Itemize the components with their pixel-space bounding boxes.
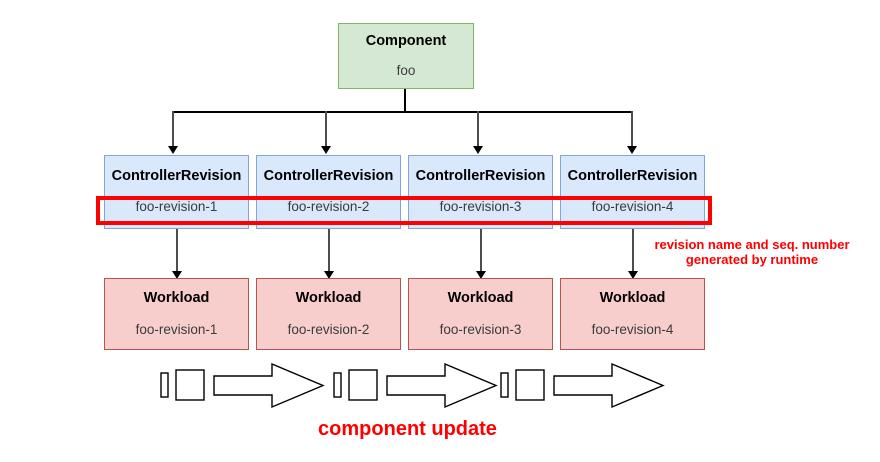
edge-drop-revision-2 xyxy=(325,111,327,148)
component-update-caption: component update xyxy=(318,418,497,440)
runtime-generation-annotation-line1: revision name and seq. number xyxy=(654,237,850,252)
edge-component-stem xyxy=(404,89,406,112)
node-controllerrevision-2[interactable]: ControllerRevision foo-revision-2 xyxy=(256,155,401,229)
edge-revision-1-to-workload-1 xyxy=(176,229,178,273)
node-workload-4-subtitle: foo-revision-4 xyxy=(591,321,674,337)
arrowhead-revision-3 xyxy=(473,146,483,154)
arrowhead-workload-3 xyxy=(476,271,486,279)
update-step-arrow-3 xyxy=(500,363,665,409)
node-controllerrevision-2-subtitle: foo-revision-2 xyxy=(287,199,370,215)
node-component-subtitle: foo xyxy=(396,62,416,78)
edge-revision-3-to-workload-3 xyxy=(480,229,482,273)
node-workload-3-title: Workload xyxy=(447,289,514,306)
edge-drop-revision-4 xyxy=(631,111,633,148)
edge-revision-4-to-workload-4 xyxy=(632,229,634,273)
node-workload-1-subtitle: foo-revision-1 xyxy=(135,321,218,337)
arrowhead-revision-1 xyxy=(168,146,178,154)
node-controllerrevision-3-title: ControllerRevision xyxy=(415,168,546,185)
edge-horizontal-bus xyxy=(172,111,633,113)
node-workload-4[interactable]: Workload foo-revision-4 xyxy=(560,278,705,350)
node-workload-2-subtitle: foo-revision-2 xyxy=(287,321,370,337)
node-controllerrevision-1-subtitle: foo-revision-1 xyxy=(135,199,218,215)
node-controllerrevision-1-title: ControllerRevision xyxy=(111,168,242,185)
node-workload-2[interactable]: Workload foo-revision-2 xyxy=(256,278,401,350)
node-component-title: Component xyxy=(365,32,447,49)
node-controllerrevision-2-title: ControllerRevision xyxy=(263,168,394,185)
update-step-arrow-2 xyxy=(333,363,498,409)
runtime-generation-annotation: revision name and seq. number generated … xyxy=(638,237,866,268)
node-controllerrevision-4[interactable]: ControllerRevision foo-revision-4 xyxy=(560,155,705,229)
edge-drop-revision-1 xyxy=(172,111,174,148)
node-workload-4-title: Workload xyxy=(599,289,666,306)
node-controllerrevision-3[interactable]: ControllerRevision foo-revision-3 xyxy=(408,155,553,229)
node-controllerrevision-1[interactable]: ControllerRevision foo-revision-1 xyxy=(104,155,249,229)
node-workload-3-subtitle: foo-revision-3 xyxy=(439,321,522,337)
update-step-arrow-1 xyxy=(160,363,325,409)
node-workload-1-title: Workload xyxy=(143,289,210,306)
arrowhead-revision-2 xyxy=(321,146,331,154)
arrowhead-workload-2 xyxy=(324,271,334,279)
edge-drop-revision-3 xyxy=(477,111,479,148)
node-controllerrevision-3-subtitle: foo-revision-3 xyxy=(439,199,522,215)
arrowhead-workload-1 xyxy=(172,271,182,279)
node-workload-1[interactable]: Workload foo-revision-1 xyxy=(104,278,249,350)
node-workload-2-title: Workload xyxy=(295,289,362,306)
node-controllerrevision-4-subtitle: foo-revision-4 xyxy=(591,199,674,215)
node-component[interactable]: Component foo xyxy=(338,23,474,89)
arrowhead-revision-4 xyxy=(627,146,637,154)
node-workload-3[interactable]: Workload foo-revision-3 xyxy=(408,278,553,350)
arrowhead-workload-4 xyxy=(628,271,638,279)
edge-revision-2-to-workload-2 xyxy=(328,229,330,273)
runtime-generation-annotation-line2: generated by runtime xyxy=(685,251,819,267)
node-controllerrevision-4-title: ControllerRevision xyxy=(567,168,698,185)
revision-name-highlight-box xyxy=(96,196,712,225)
